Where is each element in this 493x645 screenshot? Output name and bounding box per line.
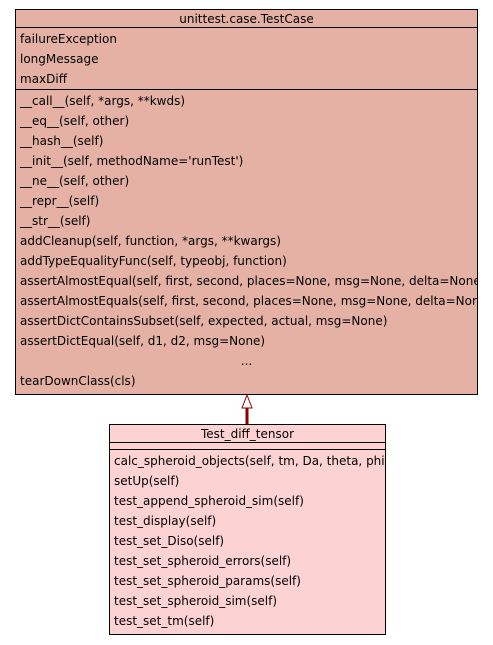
method-row: test_set_spheroid_params(self) — [114, 574, 301, 588]
methods-section-testcase: __call__(self, *args, **kwds) __eq__(self… — [16, 90, 477, 391]
attributes-section-test-diff-tensor — [110, 443, 385, 450]
inheritance-arrow-head — [241, 393, 253, 409]
attribute-row: longMessage — [20, 52, 99, 66]
method-row: __call__(self, *args, **kwds) — [20, 94, 186, 108]
method-row: addTypeEqualityFunc(self, typeobj, funct… — [20, 254, 287, 268]
methods-ellipsis: ... — [240, 354, 253, 368]
method-row: __hash__(self) — [20, 134, 104, 148]
method-row: __repr__(self) — [20, 194, 100, 208]
method-row: test_append_spheroid_sim(self) — [114, 494, 304, 508]
method-row: test_set_Diso(self) — [114, 534, 225, 548]
method-row: assertAlmostEquals(self, first, second, … — [20, 294, 477, 308]
method-row: assertDictContainsSubset(self, expected,… — [20, 314, 388, 328]
class-box-test-diff-tensor[interactable]: Test_diff_tensor calc_spheroid_objects(s… — [109, 424, 386, 635]
method-row: test_set_spheroid_errors(self) — [114, 554, 292, 568]
class-box-testcase[interactable]: unittest.case.TestCase failureException l… — [15, 9, 478, 395]
method-row: __str__(self) — [20, 214, 91, 228]
class-name-testcase: unittest.case.TestCase — [16, 10, 477, 28]
method-row: assertAlmostEqual(self, first, second, p… — [20, 274, 477, 288]
method-row: test_display(self) — [114, 514, 217, 528]
method-row: test_set_spheroid_sim(self) — [114, 594, 278, 608]
attribute-row: failureException — [20, 32, 117, 46]
method-row: __ne__(self, other) — [20, 174, 130, 188]
method-row: __init__(self, methodName='runTest') — [20, 154, 244, 168]
method-row: setUp(self) — [114, 474, 180, 488]
class-name-test-diff-tensor: Test_diff_tensor — [110, 425, 385, 443]
method-row: test_set_tm(self) — [114, 614, 215, 628]
attribute-row: maxDiff — [20, 72, 67, 86]
method-row: calc_spheroid_objects(self, tm, Da, thet… — [114, 454, 385, 468]
method-row: tearDownClass(cls) — [20, 374, 136, 388]
method-row: addCleanup(self, function, *args, **kwar… — [20, 234, 281, 248]
methods-section-test-diff-tensor: calc_spheroid_objects(self, tm, Da, thet… — [110, 450, 385, 631]
attributes-section-testcase: failureException longMessage maxDiff — [16, 28, 477, 90]
method-row: assertDictEqual(self, d1, d2, msg=None) — [20, 334, 266, 348]
method-row: __eq__(self, other) — [20, 114, 130, 128]
